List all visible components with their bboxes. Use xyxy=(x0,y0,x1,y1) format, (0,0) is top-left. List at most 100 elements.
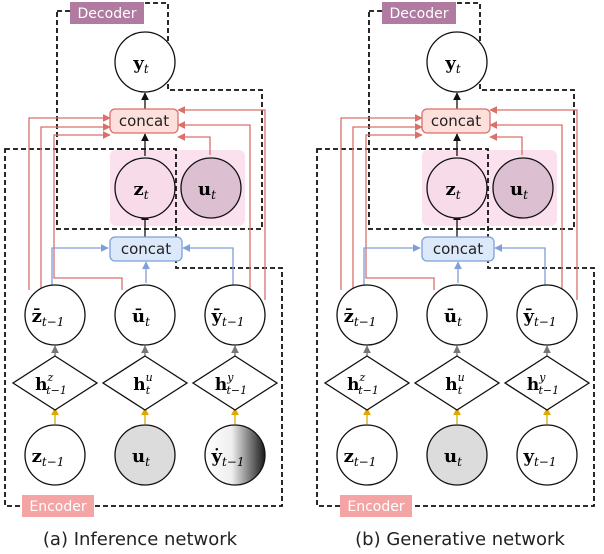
u-t-label: u xyxy=(198,179,211,200)
svg-text:zt: zt xyxy=(133,179,148,202)
node-y-t xyxy=(426,31,488,93)
yin-sub: t−1 xyxy=(222,455,245,469)
u-t-sub: t xyxy=(211,188,216,202)
hz-label: h xyxy=(35,375,47,395)
node-z-t xyxy=(114,157,176,219)
caption-a: (a) Inference network xyxy=(43,529,238,550)
node-u-input xyxy=(114,424,176,486)
svg-text:yt: yt xyxy=(444,53,460,76)
concat-top xyxy=(421,108,491,134)
encoder-tag xyxy=(22,495,94,517)
encoder-tag-label: Encoder xyxy=(29,499,86,515)
yin-label: y xyxy=(523,446,535,467)
red-arrow-zbar2 xyxy=(28,114,111,290)
y-t-sub: t xyxy=(456,62,461,76)
encoder-outline xyxy=(4,148,283,507)
z-t-label: z xyxy=(445,179,455,200)
node-u-t xyxy=(180,157,242,219)
red-arrow-ybar2 xyxy=(177,106,266,300)
blue-arrow-zbar xyxy=(51,244,109,290)
svg-text:zt−1: zt−1 xyxy=(32,446,65,469)
diamond-hy xyxy=(503,355,591,411)
encoder-tag-label: Encoder xyxy=(347,499,404,515)
yin-label: ẏ xyxy=(211,446,223,467)
zin-label: z xyxy=(32,446,42,467)
hu-sup: u xyxy=(146,371,153,384)
node-ubar xyxy=(426,284,488,346)
blue-arrow-ybar xyxy=(494,244,546,290)
node-ybar xyxy=(516,284,578,346)
svg-text:hyt−1: hyt−1 xyxy=(215,371,247,397)
zbar-label: z̄ xyxy=(344,306,354,327)
hy-label: h xyxy=(527,375,539,395)
node-z-input xyxy=(336,424,398,486)
concat-top-label: concat xyxy=(119,112,169,130)
red-arrow-zbar2 xyxy=(340,114,423,290)
hz-sup: z xyxy=(46,371,53,384)
node-y-input xyxy=(516,424,578,486)
red-arrow-ybar xyxy=(177,121,251,290)
hu-label: h xyxy=(133,375,145,395)
svg-text:ȳt−1: ȳt−1 xyxy=(211,306,245,329)
red-arrow-zbar xyxy=(40,123,111,290)
zbar-sub: t−1 xyxy=(354,315,377,329)
node-z-t xyxy=(426,157,488,219)
hy-sub: t−1 xyxy=(226,384,247,397)
svg-text:hut: hut xyxy=(133,371,152,397)
hu-sub: t xyxy=(458,384,463,397)
uin-label: u xyxy=(444,446,457,467)
zin-sub: t−1 xyxy=(354,455,377,469)
y-t-label: y xyxy=(132,53,144,74)
ybar-label: ȳ xyxy=(211,306,223,327)
red-arrow-u xyxy=(489,133,523,155)
node-y-input xyxy=(204,424,266,486)
z-t-sub: t xyxy=(144,188,149,202)
encoder-outline xyxy=(316,148,595,507)
decoder-tag xyxy=(382,2,456,24)
zin-sub: t−1 xyxy=(42,455,65,469)
hy-sup: y xyxy=(226,371,234,384)
uin-sub: t xyxy=(145,455,150,469)
hy-sup: y xyxy=(538,371,546,384)
diamond-hu xyxy=(413,355,501,411)
node-u-t xyxy=(492,157,554,219)
svg-text:ut: ut xyxy=(132,446,150,469)
ybar-sub: t−1 xyxy=(222,315,245,329)
z-t-label: z xyxy=(133,179,143,200)
z-t-sub: t xyxy=(456,188,461,202)
zbar-label: z̄ xyxy=(32,306,42,327)
y-t-label: y xyxy=(444,53,456,74)
ubar-sub: t xyxy=(457,315,462,329)
svg-text:ẏt−1: ẏt−1 xyxy=(211,446,245,469)
svg-text:hzt−1: hzt−1 xyxy=(35,371,67,397)
svg-text:ūt: ūt xyxy=(132,306,150,329)
hy-sub: t−1 xyxy=(538,384,559,397)
yin-sub: t−1 xyxy=(534,455,557,469)
blue-arrow-ybar xyxy=(182,244,234,290)
u-t-sub: t xyxy=(523,188,528,202)
uin-sub: t xyxy=(457,455,462,469)
ubar-sub: t xyxy=(145,315,150,329)
red-arrow-ubar xyxy=(365,131,435,290)
node-ybar xyxy=(204,284,266,346)
red-arrow-ubar xyxy=(53,131,123,290)
node-u-input xyxy=(426,424,488,486)
node-ubar xyxy=(114,284,176,346)
decoder-tag-label: Decoder xyxy=(390,6,449,22)
svg-text:hzt−1: hzt−1 xyxy=(347,371,379,397)
ubar-label: ū xyxy=(132,306,145,327)
zin-label: z xyxy=(344,446,354,467)
y-t-sub: t xyxy=(144,62,149,76)
node-y-t xyxy=(114,31,176,93)
ubar-label: ū xyxy=(444,306,457,327)
red-arrow-zbar xyxy=(352,123,423,290)
uin-label: u xyxy=(132,446,145,467)
hz-sub: t−1 xyxy=(46,384,67,397)
hu-sup: u xyxy=(458,371,465,384)
caption-b: (b) Generative network xyxy=(355,529,565,550)
node-zbar xyxy=(24,284,86,346)
svg-text:zt−1: zt−1 xyxy=(344,446,377,469)
svg-text:ūt: ūt xyxy=(444,306,462,329)
